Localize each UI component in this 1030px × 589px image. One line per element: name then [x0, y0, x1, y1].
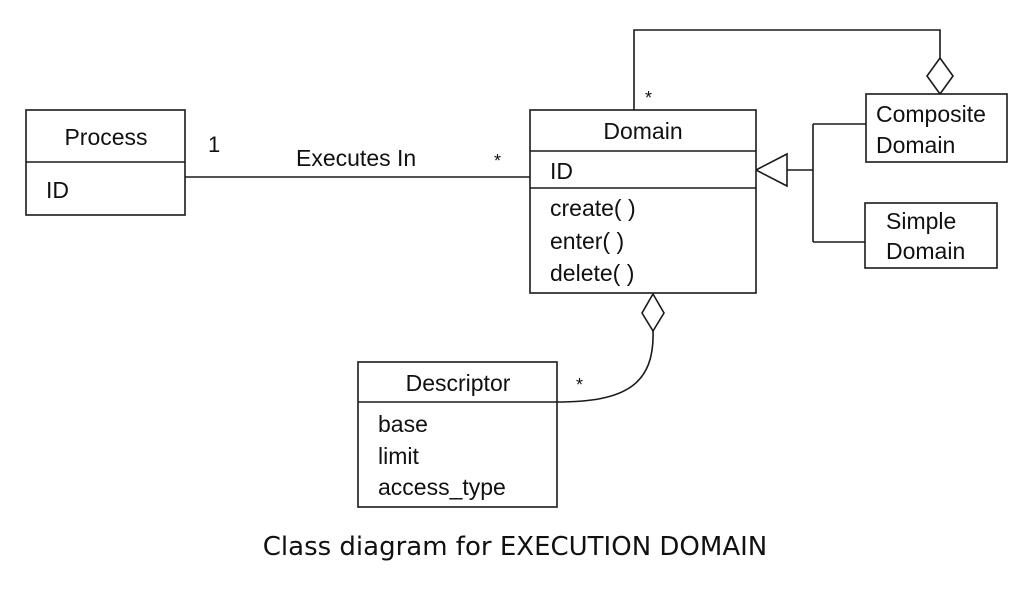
diagram-caption: Class diagram for EXECUTION DOMAIN: [262, 532, 768, 562]
descriptor-attribute-base: base: [378, 411, 428, 437]
descriptor-attribute-limit: limit: [378, 443, 419, 469]
process-attribute-id: ID: [46, 177, 69, 203]
domain-multiplicity: *: [494, 151, 501, 171]
domain-operation-delete: delete( ): [550, 260, 634, 286]
domain-class: Domain ID create( ) enter( ) delete( ): [529, 109, 757, 294]
domain-operation-enter: enter( ): [550, 228, 624, 254]
descriptor-aggregation-line: [556, 329, 654, 403]
simple-domain-name-line-2: Domain: [886, 238, 965, 264]
descriptor-class: Descriptor base limit access_type: [357, 361, 558, 508]
domain-class-box: [529, 109, 757, 294]
composite-domain-name-line-2: Domain: [876, 132, 955, 158]
descriptor-attribute-access-type: access_type: [378, 474, 506, 500]
process-multiplicity: 1: [208, 132, 220, 157]
composite-aggregation-diamond: [926, 56, 954, 96]
simple-domain-name-line-1: Simple: [886, 208, 956, 234]
simple-domain-class: Simple Domain: [864, 202, 998, 269]
domain-class-name: Domain: [603, 118, 682, 144]
descriptor-aggregation-multiplicity: *: [576, 375, 583, 395]
composite-aggregation-line: [633, 29, 941, 110]
composite-aggregation-multiplicity: *: [645, 88, 652, 108]
domain-attribute-id: ID: [550, 158, 573, 184]
descriptor-aggregation-diamond: [641, 292, 665, 333]
composite-domain-class: Composite Domain: [865, 93, 1008, 163]
descriptor-class-name: Descriptor: [406, 370, 511, 396]
process-class-name: Process: [64, 124, 147, 150]
domain-operation-create: create( ): [550, 195, 636, 221]
executes-in-label: Executes In: [296, 145, 416, 171]
composite-domain-class-box: [865, 93, 1008, 163]
generalization-triangle: [754, 152, 788, 188]
composite-domain-name-line-1: Composite: [876, 101, 986, 127]
descriptor-class-box: [357, 361, 558, 508]
process-class: Process ID: [25, 109, 186, 216]
simple-domain-class-box: [864, 202, 998, 269]
